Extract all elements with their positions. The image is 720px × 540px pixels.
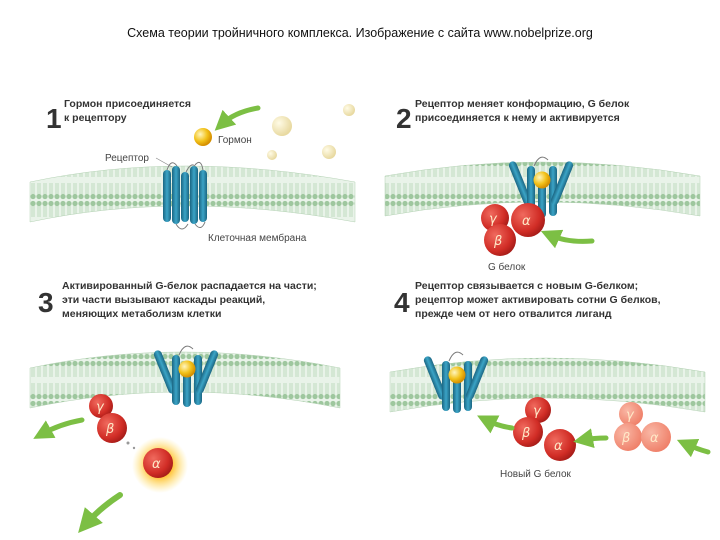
step-3-title-line-3: меняющих метаболизм клетки <box>62 308 221 320</box>
hormone-icon <box>343 104 355 116</box>
panel-3: 3 Активированный G-белок распадается на … <box>29 280 341 534</box>
hormone-icon <box>194 128 212 146</box>
hormone-icon <box>322 145 336 159</box>
panel-4: 4 Рецептор связывается с новым G-белком;… <box>389 280 711 480</box>
step-1-title-line-1: Гормон присоединяется <box>64 98 191 110</box>
hormone-icon <box>272 116 292 136</box>
step-number-1: 1 <box>46 103 62 134</box>
arrow-icon <box>33 417 85 439</box>
hormone-icon <box>267 150 277 160</box>
step-number-4: 4 <box>394 287 410 318</box>
membrane-label: Клеточная мембрана <box>208 232 307 244</box>
gamma-subunit-label: γ <box>626 408 635 423</box>
alpha-subunit-label: α <box>152 457 161 472</box>
arrow-icon <box>477 415 515 434</box>
arrow-icon <box>78 492 123 534</box>
g-protein: γ β α <box>481 203 545 256</box>
panel-1: 1 Гормон присоединяется к рецептору Горм… <box>29 98 356 244</box>
step-2-title-line-2: присоединяется к нему и активируется <box>415 112 620 124</box>
panel-2: 2 Рецептор меняет конформацию, G белок п… <box>384 98 701 273</box>
new-g-protein-label: Новый G белок <box>500 468 572 480</box>
arrow-icon <box>676 439 711 458</box>
step-2-title-line-1: Рецептор меняет конформацию, G белок <box>415 98 630 110</box>
g-protein-label: G белок <box>488 261 526 273</box>
step-number-3: 3 <box>38 287 54 318</box>
alpha-subunit-label: α <box>650 431 659 446</box>
arrow-icon <box>540 229 595 249</box>
receptor-label: Рецептор <box>105 153 149 164</box>
gamma-subunit-label: γ <box>533 404 542 419</box>
step-4-title-line-2: рецептор может активировать сотни G белк… <box>415 294 661 306</box>
step-number-2: 2 <box>396 103 412 134</box>
gamma-subunit-label: γ <box>96 400 105 415</box>
step-3-title-line-1: Активированный G-белок распадается на ча… <box>62 280 317 292</box>
alpha-subunit-label: α <box>554 439 563 454</box>
hormone-label: Гормон <box>218 135 252 146</box>
beta-subunit-label: β <box>621 431 630 446</box>
beta-gamma-complex: γ β <box>89 394 127 443</box>
arrow-icon <box>573 428 609 449</box>
gamma-subunit-label: γ <box>489 212 498 227</box>
g-protein: γ β α <box>513 397 576 461</box>
alpha-subunit-label: α <box>522 214 531 229</box>
beta-subunit-label: β <box>493 234 502 249</box>
beta-subunit-label: β <box>521 426 530 441</box>
step-4-title-line-1: Рецептор связывается с новым G-белком; <box>415 280 638 292</box>
new-g-protein: γ β α <box>614 402 671 452</box>
beta-subunit-label: β <box>105 422 114 437</box>
figure-caption: Схема теории тройничного комплекса. Изоб… <box>127 26 593 40</box>
step-4-title-line-3: прежде чем от него отвалится лиганд <box>415 308 612 320</box>
receptor-icon <box>162 161 208 230</box>
alpha-subunit-active: α <box>143 448 173 478</box>
step-3-title-line-2: эти части вызывают каскады реакций, <box>62 294 265 306</box>
step-1-title-line-2: к рецептору <box>64 112 127 124</box>
arrow-icon <box>214 105 261 131</box>
